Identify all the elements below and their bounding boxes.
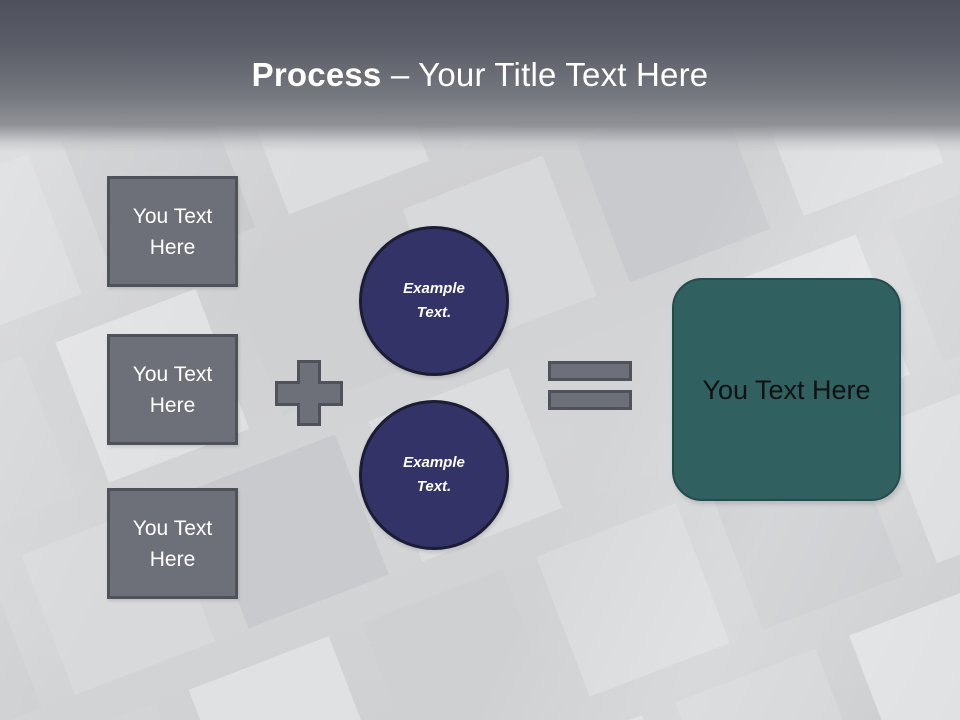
input-box-1-label: You Text Here [132,204,213,259]
background-tile [15,702,209,720]
result-box[interactable]: You Text Here [672,278,901,501]
result-box-label: You Text Here [702,374,871,405]
background-tile [188,636,383,720]
background-tile [362,569,557,720]
background-tile [0,355,76,550]
input-box-3[interactable]: You Text Here [107,488,238,599]
process-circle-2[interactable]: Example Text. [359,400,509,550]
background-tile [849,581,960,720]
page-title-emphasis: Process [251,56,382,93]
equals-icon-top-bar [548,361,632,381]
page-title: Process – Your Title Text Here [0,52,960,98]
process-circle-2-line1: Example [403,454,465,471]
equals-icon [548,361,632,410]
header-band [0,0,960,152]
process-circle-1[interactable]: Example Text. [359,226,509,376]
input-box-3-label: You Text Here [132,516,213,571]
process-circle-1-line2: Text. [416,304,452,321]
plus-icon [275,360,343,426]
page-title-rest: – Your Title Text Here [381,56,709,93]
equals-icon-bottom-bar [548,390,632,410]
process-circle-1-line1: Example [403,280,465,297]
input-box-2-label: You Text Here [132,362,213,417]
background-tile [536,502,730,697]
plus-icon-center-fill [295,384,323,403]
input-box-2[interactable]: You Text Here [107,334,238,445]
background-tile [0,153,82,348]
input-box-1[interactable]: You Text Here [107,176,238,287]
background-tile [675,648,870,720]
process-circle-2-line2: Text. [416,478,452,495]
